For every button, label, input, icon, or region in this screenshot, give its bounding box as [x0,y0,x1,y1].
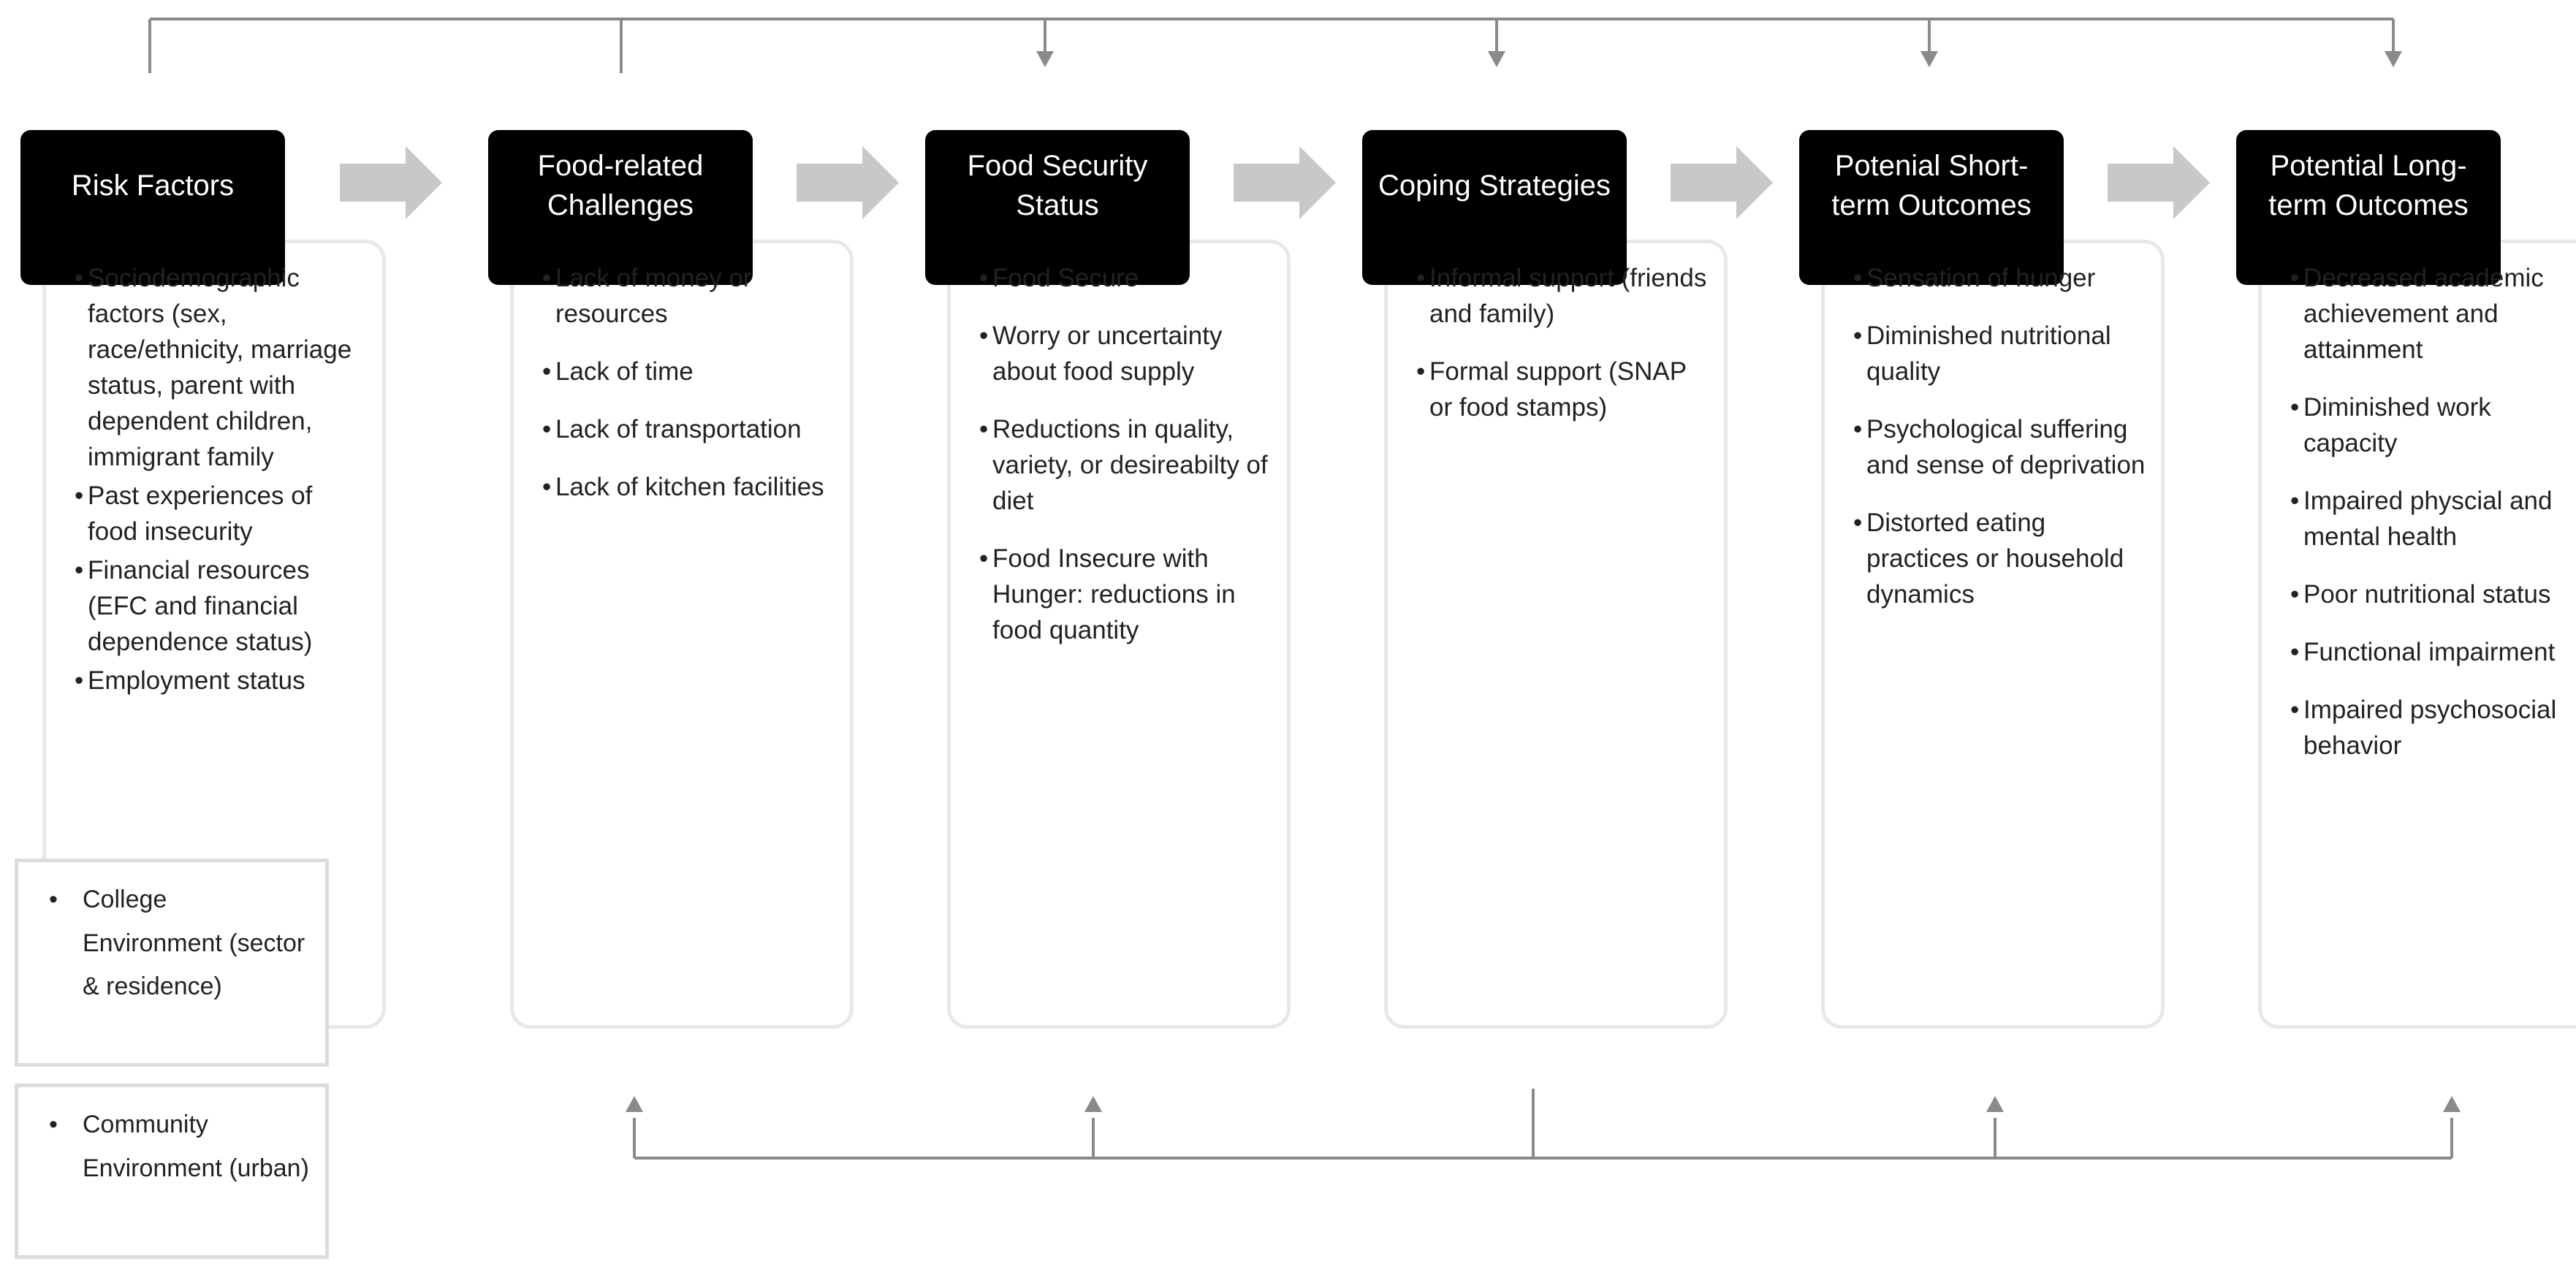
item-list: Food Secure Worry or uncertainty about f… [979,260,1272,670]
item-list: Sensation of hunger Diminished nutrition… [1853,260,2146,634]
list-item: Poor nutritional status [2290,576,2576,612]
column-header: Food-related Challenges [488,130,753,285]
arrowhead-up [1986,1096,2004,1112]
list-item: Diminished nutritional quality [1853,318,2146,389]
column-header: Risk Factors [20,130,285,285]
list-item: Food Insecure with Hunger: reductions in… [979,541,1272,648]
flow-arrow [1234,146,1336,219]
column-food-related-challenges: Food-related Challenges Lack of money or… [488,130,868,1029]
college-environment-box: • College Environment (sector & residenc… [15,858,329,1067]
list-item: Sensation of hunger [1853,260,2146,296]
arrowhead-down [1920,51,1938,67]
list-item: Lack of time [542,354,835,389]
list-item: Lack of kitchen facilities [542,469,835,505]
flow-arrow [797,146,899,219]
flow-arrow [1671,146,1773,219]
column-header: Food Security Status [925,130,1190,285]
list-item: Lack of money or resources [542,260,835,332]
list-item: Sociodemographic factors (sex, race/ethn… [75,260,367,475]
bullet: • [49,1111,58,1138]
list-item: Employment status [75,663,367,698]
list-item: Functional impairment [2290,634,2576,670]
list-item: Diminished work capacity [2290,389,2576,461]
list-item: Impaired physcial and mental health [2290,483,2576,555]
item-list: Informal support (friends and family) Fo… [1416,260,1709,447]
list-item: Past experiences of food insecurity [75,478,367,549]
list-item: Worry or uncertainty about food supply [979,318,1272,389]
list-item: Distorted eating practices or household … [1853,505,2146,612]
list-item: Informal support (friends and family) [1416,260,1709,332]
column-short-term-outcomes: Potenial Short-term Outcomes Sensation o… [1799,130,2179,1029]
item-list: Sociodemographic factors (sex, race/ethn… [75,260,367,701]
column-food-security-status: Food Security Status Food Secure Worry o… [925,130,1305,1029]
column-coping-strategies: Coping Strategies Informal support (frie… [1362,130,1742,1029]
flow-arrow [2108,146,2210,219]
list-item: Financial resources (EFC and financial d… [75,552,367,660]
list-item: Lack of transportation [542,411,835,447]
arrowhead-down [2385,51,2402,67]
arrowhead-up [626,1096,643,1112]
college-environment-text: College Environment (sector & residence) [83,886,305,1000]
arrowhead-down [1036,51,1054,67]
list-item: Impaired psychosocial behavior [2290,692,2576,764]
item-list: Decreased academic achievement and attai… [2290,260,2576,785]
column-long-term-outcomes: Potential Long-term Outcomes Decreased a… [2236,130,2576,1029]
list-item: Reductions in quality, variety, or desir… [979,411,1272,519]
item-list: Lack of money or resources Lack of time … [542,260,835,527]
list-item: Food Secure [979,260,1272,296]
column-header: Potenial Short-term Outcomes [1799,130,2064,285]
list-item: Formal support (SNAP or food stamps) [1416,354,1709,425]
column-header: Coping Strategies [1362,130,1627,285]
arrowhead-down [1488,51,1505,67]
community-environment-box: • Community Environment (urban) [15,1084,329,1259]
arrowhead-up [2443,1096,2461,1112]
list-item: Psychological suffering and sense of dep… [1853,411,2146,483]
column-header: Potential Long-term Outcomes [2236,130,2501,285]
arrowhead-up [1084,1096,1102,1112]
bullet: • [49,886,58,913]
community-environment-text: Community Environment (urban) [83,1111,309,1182]
flow-arrow [340,146,442,219]
list-item: Decreased academic achievement and attai… [2290,260,2576,368]
